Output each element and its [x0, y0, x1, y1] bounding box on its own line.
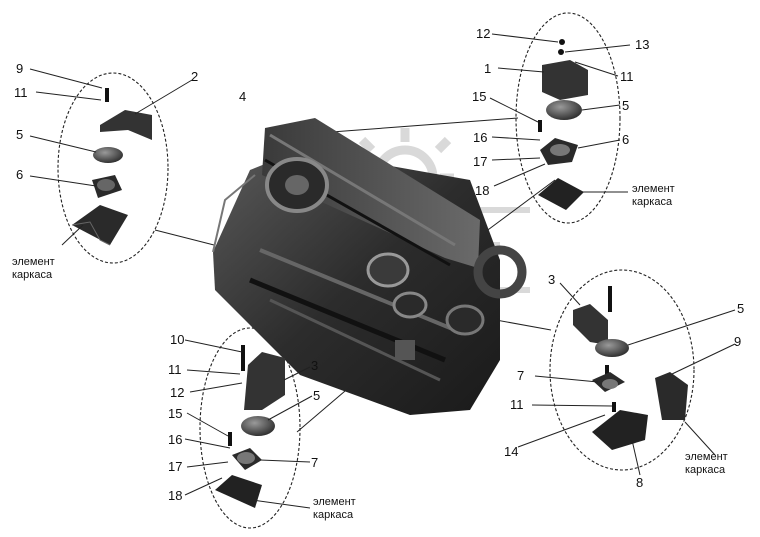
callout-12: 12 — [170, 385, 185, 400]
callout-11: 11 — [14, 85, 28, 100]
callout-11: 11 — [510, 397, 524, 412]
callout-11: 11 — [168, 362, 182, 377]
frame-element-line1: элемент — [632, 183, 675, 195]
callout-15: 15 — [472, 89, 487, 104]
callout-15: 15 — [168, 406, 183, 421]
callout-4: 4 — [239, 89, 247, 104]
frame-element-line1: элемент — [685, 451, 728, 463]
callout-10: 10 — [170, 332, 185, 347]
frame-element-line2: каркаса — [685, 463, 726, 476]
callout-17: 17 — [473, 154, 488, 169]
callout-18: 18 — [475, 183, 490, 198]
frame-element-label-top-right: элемент каркаса — [632, 183, 675, 208]
callout-9: 9 — [734, 334, 742, 349]
callout-16: 16 — [473, 130, 488, 145]
callout-5: 5 — [622, 98, 630, 113]
callout-5: 5 — [737, 301, 745, 316]
detail-ellipse-bottom-right — [549, 269, 695, 471]
frame-element-line2: каркаса — [632, 195, 673, 208]
callout-17: 17 — [168, 459, 183, 474]
frame-element-line1: элемент — [313, 496, 356, 508]
callout-5: 5 — [16, 127, 24, 142]
callout-11: 11 — [620, 69, 634, 84]
callout-2: 2 — [191, 69, 199, 84]
callout-9: 9 — [16, 61, 24, 76]
callout-7: 7 — [517, 368, 525, 383]
top-right-mount-assembly — [538, 39, 588, 210]
callout-5: 5 — [313, 388, 321, 403]
callout-13: 13 — [635, 37, 650, 52]
frame-element-line2: каркаса — [313, 508, 354, 521]
callout-16: 16 — [168, 432, 183, 447]
callout-6: 6 — [16, 167, 24, 182]
callout-8: 8 — [636, 475, 644, 490]
frame-element-line2: каркаса — [12, 268, 53, 281]
bottom-right-mount-assembly — [573, 286, 688, 450]
callout-3: 3 — [548, 272, 556, 287]
callout-3: 3 — [311, 358, 319, 373]
frame-element-label-left: элемент каркаса — [12, 256, 55, 281]
callout-6: 6 — [622, 132, 630, 147]
callout-12: 12 — [476, 26, 491, 41]
detail-ellipse-top-right — [515, 12, 621, 224]
bottom-left-mount-assembly — [215, 345, 285, 508]
callout-18: 18 — [168, 488, 183, 503]
detail-ellipse-left — [57, 72, 169, 264]
callout-7: 7 — [311, 455, 319, 470]
frame-element-label-bottom-left: элемент каркаса — [313, 496, 356, 521]
callout-14: 14 — [504, 444, 519, 459]
detail-ellipse-bottom-left — [199, 327, 301, 529]
frame-element-label-bottom-right: элемент каркаса — [685, 451, 728, 476]
callout-1: 1 — [484, 61, 492, 76]
frame-element-line1: элемент — [12, 256, 55, 268]
left-mount-assembly — [71, 88, 152, 246]
engine-block — [212, 118, 527, 415]
